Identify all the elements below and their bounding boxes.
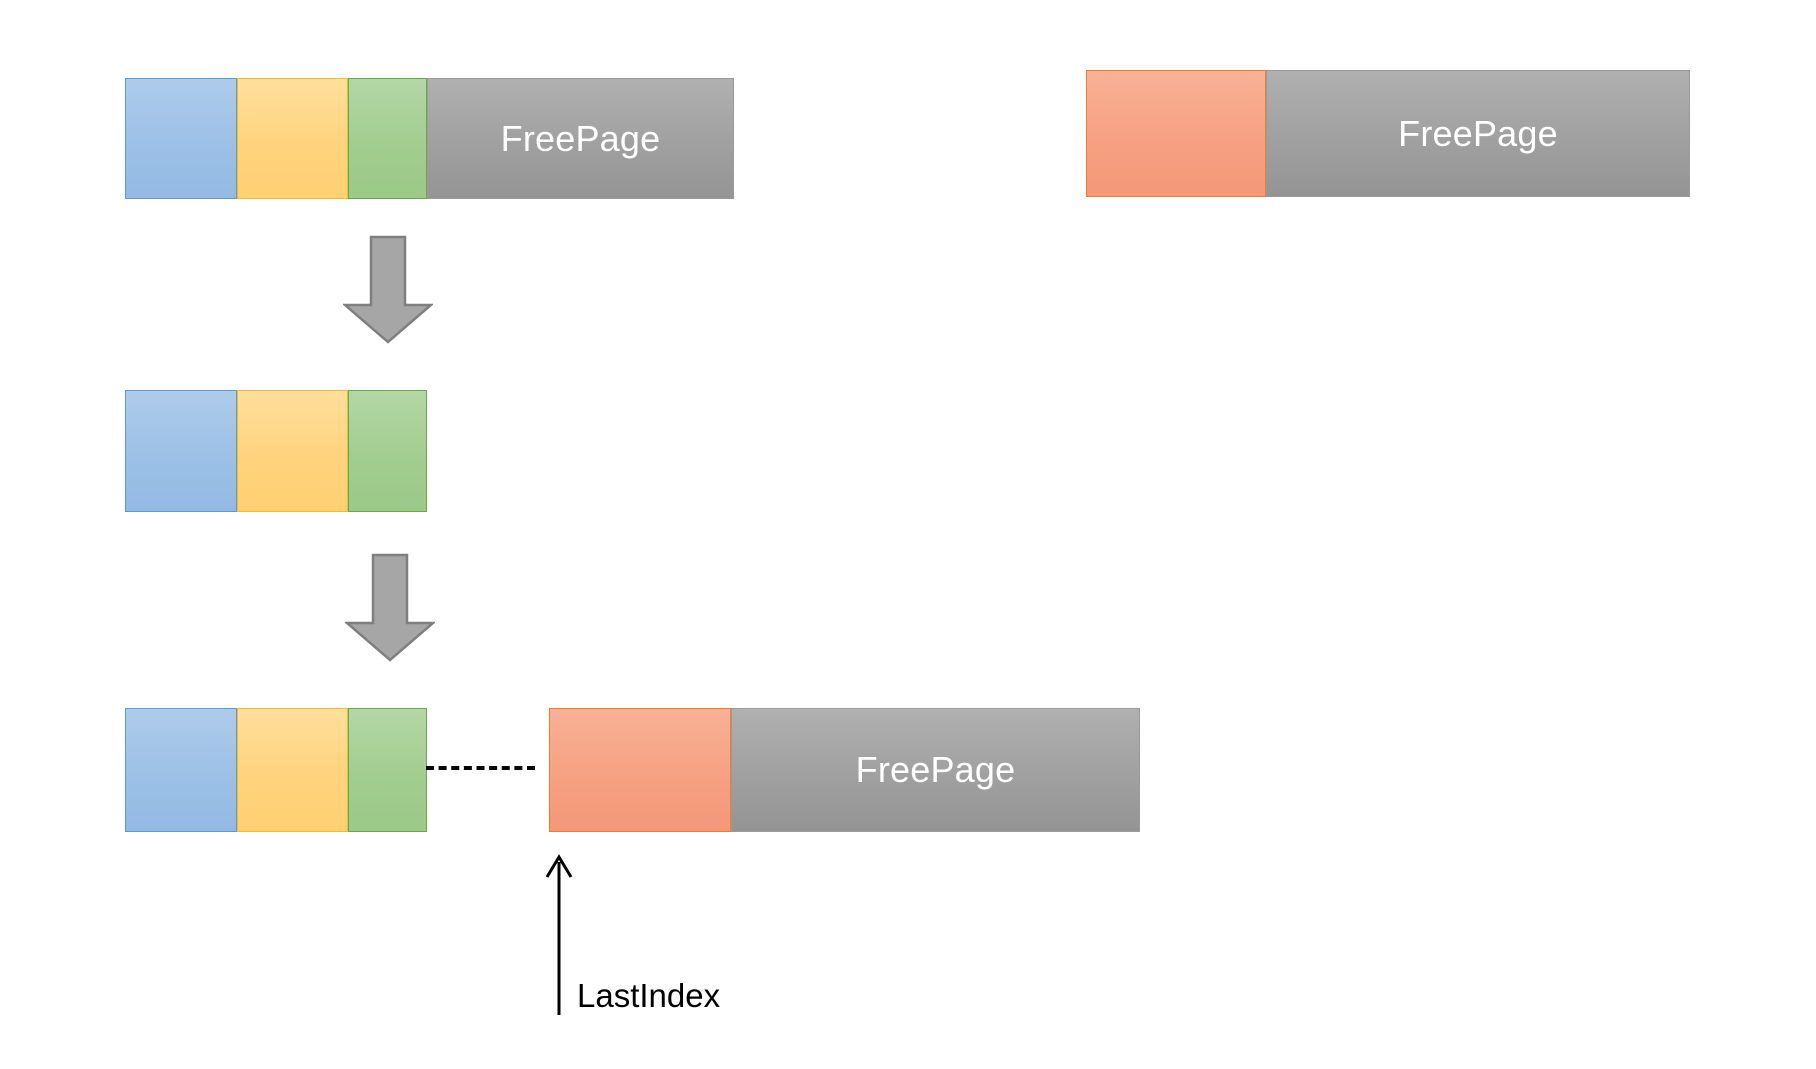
row1-right-freepage-label: FreePage	[1398, 112, 1558, 154]
row2-block-blue	[125, 390, 237, 512]
last-index-label: LastIndex	[577, 977, 721, 1014]
row3-block-yellow	[237, 708, 348, 832]
row1-left-block-freepage: FreePage	[427, 78, 734, 199]
dashed-connector	[426, 766, 535, 770]
row3-block-blue	[125, 708, 237, 832]
row3-block-orange	[549, 708, 731, 832]
down-arrow-2-icon	[345, 553, 435, 662]
row3-block-freepage: FreePage	[731, 708, 1140, 832]
row3-freepage-label: FreePage	[855, 749, 1016, 790]
row1-left-block-blue	[125, 78, 237, 199]
row1-left-block-green	[348, 78, 427, 199]
row1-right-block-freepage: FreePage	[1266, 70, 1690, 197]
last-index-pointer-icon	[545, 854, 573, 1015]
row1-left-freepage-label: FreePage	[500, 117, 661, 159]
row2-block-green	[348, 390, 427, 512]
down-arrow-1-icon	[343, 235, 433, 344]
row2-block-yellow	[237, 390, 348, 512]
row1-right-block-orange	[1086, 70, 1266, 197]
row3-block-green	[348, 708, 427, 832]
row1-left-block-yellow	[237, 78, 348, 199]
